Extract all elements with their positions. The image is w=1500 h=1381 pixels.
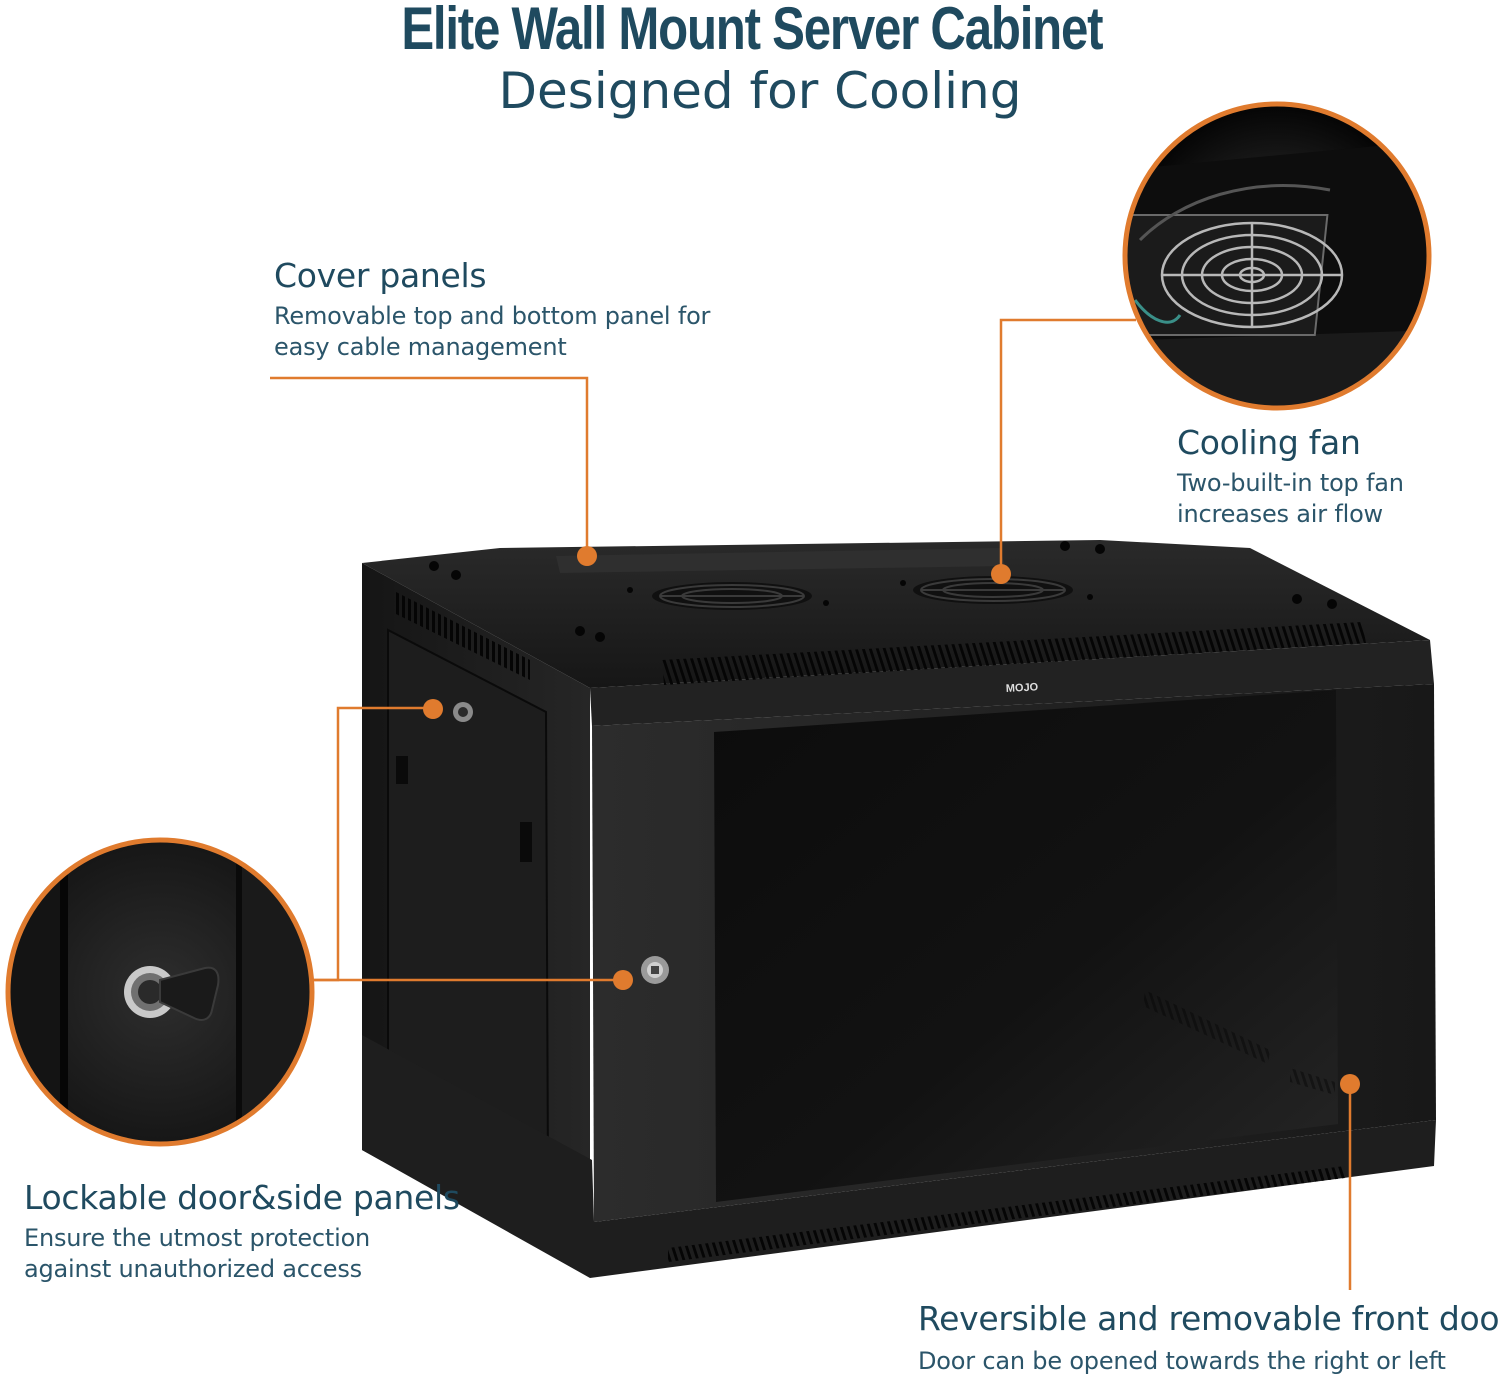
callout-description: Removable top and bottom panel for easy … [274,301,744,363]
page-subtitle: Designed for Cooling [498,62,1022,120]
callout-title: Cover panels [274,256,487,295]
description-line: against unauthorized access [24,1255,362,1283]
description-line: Door can be opened towards the right or … [918,1347,1446,1375]
callout-lockable-panels: Lockable door&side panels Ensure the utm… [24,1178,504,1285]
callout-front-door: Reversible and removable front door Door… [918,1299,1500,1377]
fan-zoom-ring [1122,101,1432,411]
leader-cover-panels [270,376,589,556]
page-title: Elite Wall Mount Server Cabinet [401,0,1103,62]
cooling-fan-zoom [1122,101,1432,411]
top-fan-grill-left [652,582,812,610]
description-line: Removable top and bottom panel for [274,302,711,330]
callout-description: Ensure the utmost protection against una… [24,1223,504,1285]
lock-zoom [5,837,315,1147]
front-vent-strip [662,622,1366,685]
callout-dots [423,546,1360,1094]
callout-title: Cooling fan [1177,423,1361,462]
description-line: Two-built-in top fan [1177,469,1404,497]
description-line: easy cable management [274,333,567,361]
callout-description: Two-built-in top fan increases air flow [1177,468,1497,530]
key-icon [159,966,220,1021]
top-fan-grill-right [913,576,1073,604]
side-latch-lower [520,822,532,862]
front-top-bezel [590,640,1434,726]
brand-logo: MOJO [1006,681,1039,695]
top-screws [429,541,1337,642]
tempered-glass-panel [714,690,1338,1202]
description-line: increases air flow [1177,500,1383,528]
fan-grill-icon [1160,221,1344,329]
top-cover-plate [556,548,1005,573]
front-door-lock-icon [641,956,669,984]
glass-reflection [1143,990,1270,1064]
server-cabinet: MOJO [362,540,1436,1278]
lock-zoom-ring [5,837,315,1147]
description-line: Ensure the utmost protection [24,1224,371,1252]
side-lock-icon [453,702,473,722]
base-vent [668,1166,1345,1262]
callout-cover-panels: Cover panels Removable top and bottom pa… [274,256,744,363]
side-latch-upper [396,756,408,784]
side-vent-top [396,592,530,680]
callout-leader-lines [270,318,1352,1290]
leader-cooling-fan [999,318,1136,574]
callout-title: Lockable door&side panels [24,1178,460,1217]
callout-cooling-fan: Cooling fan Two-built-in top fan increas… [1177,423,1497,530]
callout-description: Door can be opened towards the right or … [918,1346,1500,1377]
callout-title: Reversible and removable front door [918,1299,1500,1338]
